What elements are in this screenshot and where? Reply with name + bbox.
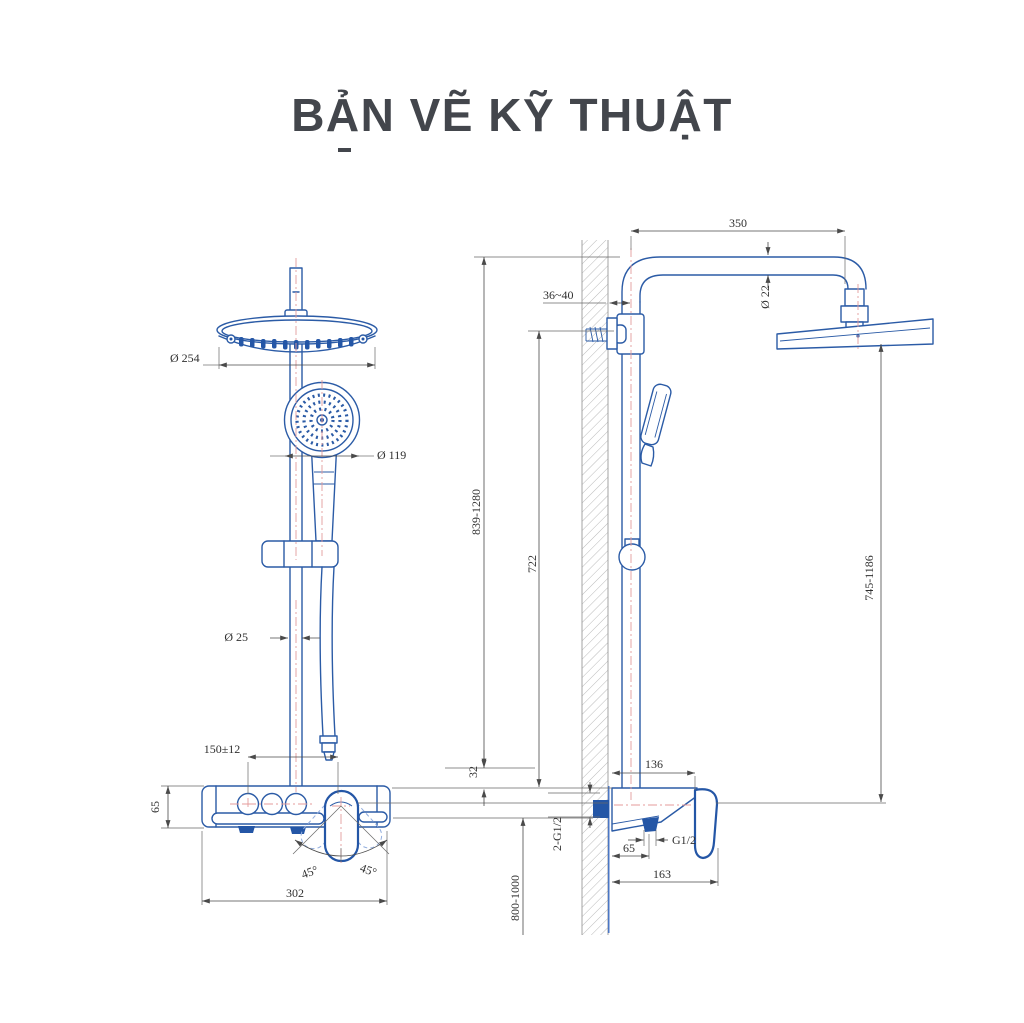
side-view: 350 Ø 22 36~40 839-1280 32 722 745-1186: [358, 216, 934, 935]
dim-top-depth: 136: [645, 757, 663, 771]
dim-outlet-spacing: 150±12: [204, 742, 241, 756]
slider-knob-side: [618, 538, 646, 571]
title-underline-mark: [338, 148, 351, 152]
side-dimensions: 350 Ø 22 36~40 839-1280 32 722 745-1186: [358, 216, 886, 935]
outlet-thread-side: [642, 817, 659, 832]
dim-install-height-range: 800-1000: [508, 875, 522, 921]
slide-bracket-front: [261, 540, 339, 568]
dim-body-width: 302: [286, 886, 304, 900]
wall-mount-side: [585, 313, 645, 355]
front-dimensions: Ø 254 Ø 119 Ø 25 150±12 65 302: [148, 347, 406, 905]
dim-top-offset: 32: [466, 766, 480, 778]
dim-head-diameter: Ø 254: [170, 351, 200, 365]
wall-section: [581, 240, 610, 935]
dim-swing-right: 45°: [358, 861, 379, 880]
front-view: Ø 254 Ø 119 Ø 25 150±12 65 302: [148, 258, 406, 905]
rain-shower-head-side: [776, 288, 934, 350]
dim-body-height: 65: [148, 801, 162, 813]
dim-arm-tube-diameter: Ø 22: [758, 285, 772, 309]
dim-body-depth: 163: [653, 867, 671, 881]
mixer-lever-side: [693, 788, 719, 860]
dim-bar-length: 722: [525, 555, 539, 573]
dim-outlet-offset: 65: [623, 841, 635, 855]
dim-bar-diameter: Ø 25: [224, 630, 248, 644]
dim-arm-reach: 350: [729, 216, 747, 230]
dim-swing-left: 45°: [299, 863, 320, 882]
page-title: BẢN VẼ KỸ THUẬT: [291, 89, 733, 141]
shower-arm-side: [621, 256, 867, 789]
dim-handshower-diameter: Ø 119: [377, 448, 406, 462]
wall-inlet-block: [593, 800, 609, 818]
nozzle-slots: [239, 337, 354, 350]
centerlines-side: [614, 248, 859, 806]
hand-shower-side: [640, 383, 672, 467]
shower-hose-front: [319, 566, 338, 761]
dim-outlet-thread: G1/2: [672, 833, 696, 847]
mixer-lever-front: [323, 789, 360, 863]
mixer-body-side: [593, 787, 719, 860]
dim-inlet-thread: 2-G1/2: [550, 817, 564, 851]
dim-column-height-range: 839-1280: [469, 489, 483, 535]
rain-shower-head-front: [216, 315, 378, 353]
wall-hatch: [582, 240, 608, 935]
dim-wall-embed-depth: 36~40: [543, 288, 574, 302]
dim-head-height-range: 745-1186: [862, 555, 876, 601]
